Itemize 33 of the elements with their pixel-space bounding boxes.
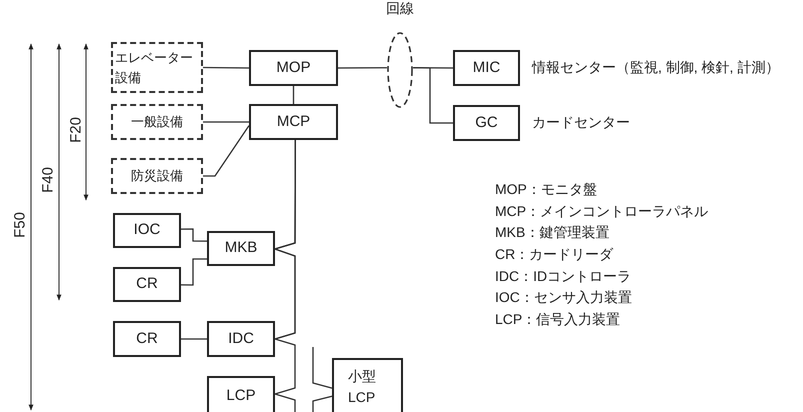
unit-box: MOP	[249, 50, 338, 86]
key-text: LCP：信号入力装置	[495, 311, 620, 329]
key-text: IOC：センサ入力装置	[495, 289, 632, 307]
connector-line	[181, 228, 207, 242]
unit-box: CR	[113, 267, 181, 302]
equipment-box: 防災設備	[111, 158, 203, 194]
connector-line	[312, 396, 332, 412]
line-label: 回線	[386, 0, 414, 18]
unit-box: MKB	[207, 231, 275, 266]
connector-line	[338, 67, 387, 69]
unit-box: 小型 LCP	[332, 358, 403, 412]
key-text: MOP：モニタ盤	[495, 181, 597, 199]
connector-line	[181, 258, 207, 286]
unit-box: IOC	[113, 213, 181, 248]
caption-text: 情報センター（監視, 制御, 検針, 計測）	[532, 59, 780, 77]
connector-line	[412, 67, 453, 124]
equipment-box: 一般設備	[111, 104, 203, 140]
unit-box: MCP	[249, 104, 338, 140]
connector-line	[312, 347, 332, 389]
equipment-box: エレベーター設備	[111, 42, 203, 93]
connector-line	[181, 338, 207, 340]
key-text: MKB：鍵管理装置	[495, 224, 610, 242]
unit-box: CR	[113, 321, 181, 357]
connector-line	[292, 86, 294, 104]
caption-text: カードセンター	[532, 114, 630, 132]
connector-line	[203, 121, 249, 123]
connector-line	[203, 66, 249, 69]
unit-box: IDC	[207, 321, 275, 357]
key-text: CR：カードリーダ	[495, 246, 614, 264]
connector-line	[203, 125, 250, 177]
key-text: MCP：メインコントローラパネル	[495, 203, 708, 221]
key-text: IDC：IDコントローラ	[495, 268, 632, 286]
unit-box: LCP	[207, 376, 275, 412]
